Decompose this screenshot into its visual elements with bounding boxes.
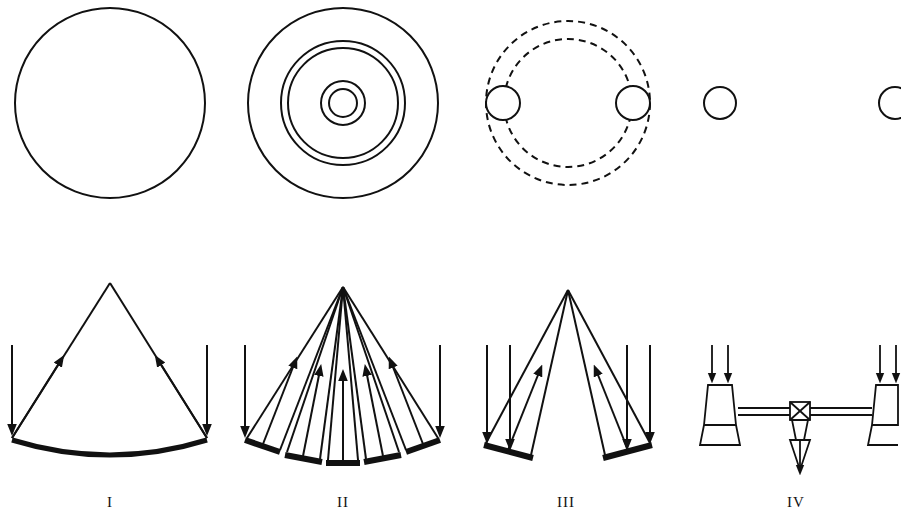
figure-label: IV [787, 494, 805, 511]
interferometer-face [704, 87, 901, 119]
sparse-aperture-optics [484, 290, 652, 458]
segmented-mirror-face [248, 8, 438, 198]
interferometer-optics [700, 345, 898, 470]
sparse-aperture-face [486, 21, 650, 185]
monolithic-mirror [15, 8, 205, 198]
monolithic-optics [12, 283, 207, 455]
segmented-optics [245, 287, 440, 463]
figure-label: II [337, 494, 349, 511]
figure-label: III [557, 494, 575, 511]
figure-label: I [107, 494, 113, 511]
